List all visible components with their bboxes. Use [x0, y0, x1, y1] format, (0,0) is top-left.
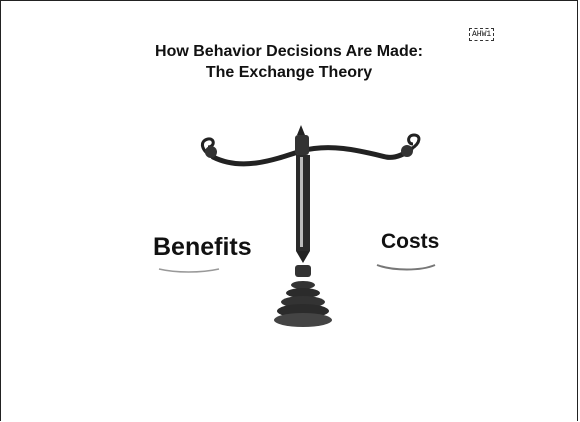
comment-marker[interactable]: AHW1	[469, 28, 495, 41]
scale-right-end	[407, 133, 421, 151]
title-line-1: How Behavior Decisions Are Made:	[155, 43, 423, 60]
scale-beam	[210, 145, 414, 167]
slide-title: How Behavior Decisions Are Made: The Exc…	[1, 41, 577, 83]
costs-label: Costs	[381, 230, 440, 253]
scale-base-tier-2	[286, 288, 320, 298]
scale-finial	[297, 125, 305, 135]
scale-pointer	[296, 251, 310, 263]
title-line-2: The Exchange Theory	[205, 64, 373, 81]
scale-base-tier-5	[274, 313, 332, 327]
scale-base-tier-1	[291, 281, 315, 289]
scale-left-pan	[158, 268, 220, 273]
scale-right-pan	[376, 264, 436, 271]
benefits-label: Benefits	[153, 233, 252, 261]
